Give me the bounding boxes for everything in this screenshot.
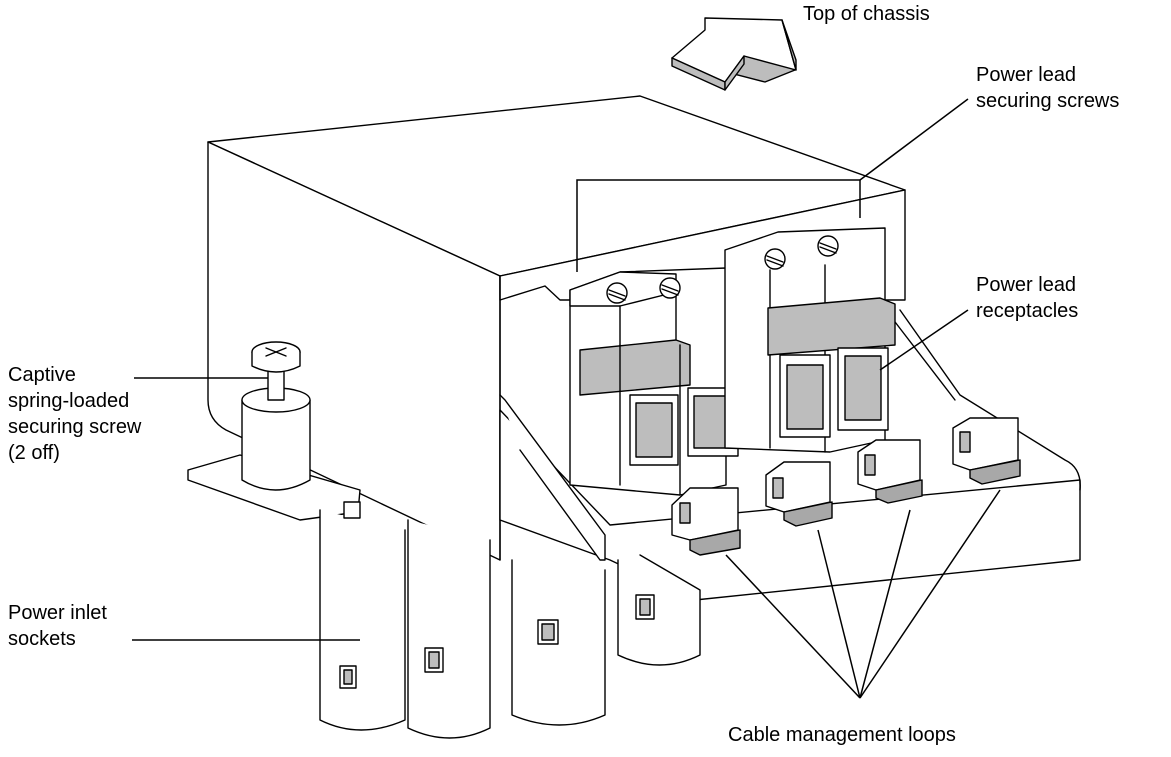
terminal-block-left: [569, 267, 739, 496]
label-securing-screws-line-1: Power lead: [976, 64, 1077, 86]
top-of-chassis-arrow: [671, 17, 797, 91]
inlet-socket-4: [617, 554, 701, 666]
label-captive-screw: Captive spring-loaded securing screw (2 …: [8, 362, 141, 466]
cable-loop-3: [857, 439, 923, 504]
inlet-socket-2: [407, 519, 491, 739]
label-inlet-sockets-line-2: sockets: [8, 628, 76, 650]
cable-loop-1: [671, 487, 741, 556]
label-receptacles-line-2: receptacles: [976, 300, 1079, 322]
label-cable-loops: Cable management loops: [728, 722, 956, 748]
label-inlet-sockets: Power inlet sockets: [8, 600, 107, 652]
label-captive-screw-line-1: Captive: [8, 364, 76, 386]
label-securing-screws: Power lead securing screws: [976, 62, 1119, 114]
leader-lines: [132, 98, 1001, 699]
label-top-of-chassis: Top of chassis: [803, 1, 930, 27]
label-captive-screw-line-2: spring-loaded: [8, 390, 130, 412]
label-receptacles: Power lead receptacles: [976, 272, 1078, 324]
captive-screw: [187, 341, 361, 521]
cable-loop-2: [765, 461, 833, 527]
label-securing-screws-line-2: securing screws: [976, 90, 1120, 112]
inlet-socket-3: [511, 559, 606, 726]
label-captive-screw-line-3: securing screw: [8, 416, 142, 438]
label-cable-loops-text: Cable management loops: [728, 724, 956, 746]
label-receptacles-line-1: Power lead: [976, 274, 1077, 296]
cable-loop-4: [952, 417, 1021, 485]
label-captive-screw-line-4: (2 off): [8, 442, 60, 464]
label-top-of-chassis-text: Top of chassis: [803, 3, 930, 25]
terminal-block-right: [724, 227, 896, 453]
label-inlet-sockets-line-1: Power inlet: [8, 602, 107, 624]
inlet-socket-1: [319, 501, 406, 731]
